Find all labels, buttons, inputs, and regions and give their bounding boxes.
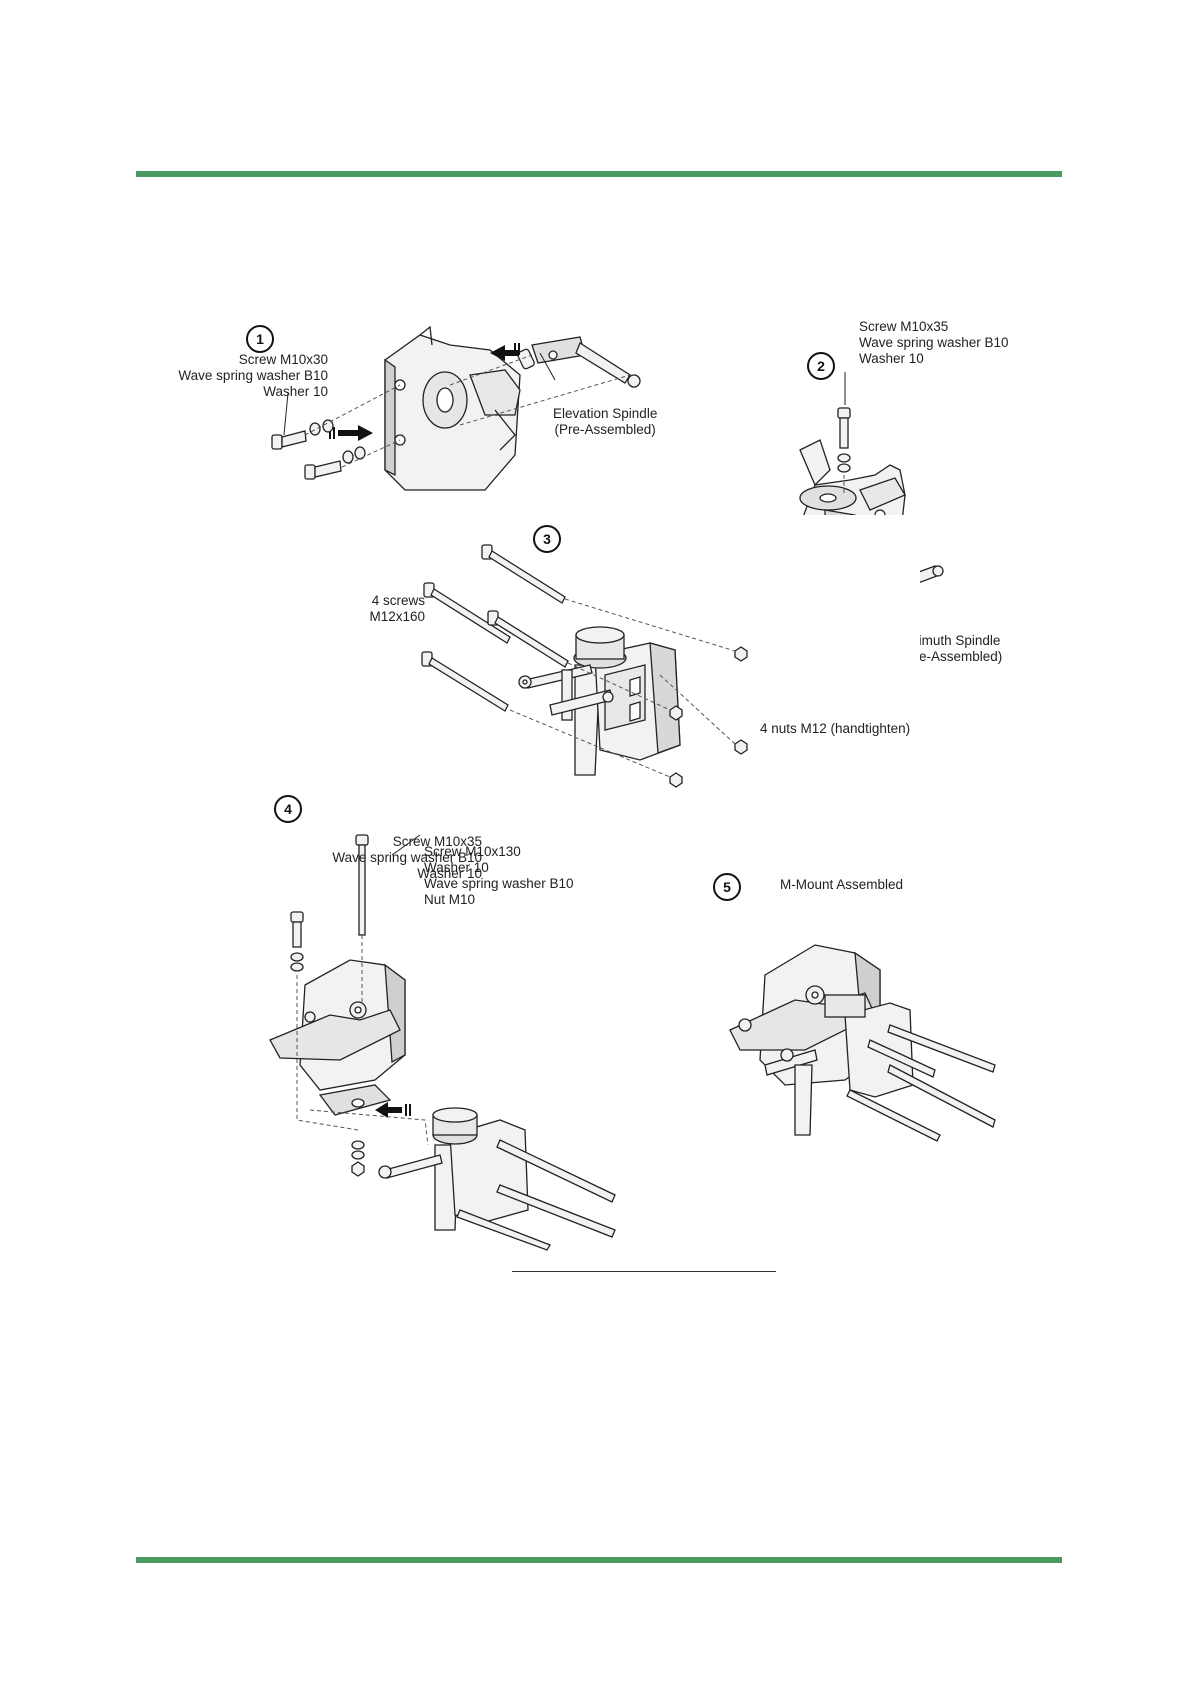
azimuth-spindle-callout: Azimuth Spindle (Pre-Assembled) (901, 633, 1003, 664)
caption-underline (512, 1271, 776, 1272)
step-4-badge: 4 (274, 795, 302, 823)
step-2-badge: 2 (807, 352, 835, 380)
step-5-drawing (729, 944, 996, 1142)
step-4-screw-callout: Screw M10x35 Wave spring washer B10 Wash… (332, 834, 482, 881)
step-2-screw-callout: Screw M10x35 Wave spring washer B10 Wash… (859, 319, 1009, 366)
step-4-long-screw-callout: Screw M10x130 Washer 10 Wave spring wash… (424, 844, 574, 907)
footer-rule (136, 1557, 1062, 1563)
step-1-drawing (271, 325, 641, 491)
header-rule (136, 171, 1062, 177)
figure-step-5: 5 M-Mount Assembled (705, 865, 1025, 1165)
step-3-badge: 3 (533, 525, 561, 553)
step-1-screw-callout: Screw M10x30 Wave spring washer B10 Wash… (178, 352, 328, 399)
step-5-badge: 5 (713, 873, 741, 901)
m-mount-assembled-title: M-Mount Assembled (780, 877, 904, 892)
figure-step-4: 4 Screw M10x35 Wave spring washer B10 Wa… (160, 790, 630, 1251)
step-4-drawing (269, 834, 616, 1251)
step-3-nuts-callout: 4 nuts M12 (handtighten) (760, 721, 911, 736)
step-1-badge: 1 (246, 325, 274, 353)
step-3-screws-callout: 4 screws M12x160 (369, 593, 425, 624)
figure-step-1: 1 Screw M10x30 Wave spring washer B10 Wa… (160, 305, 660, 513)
figure-step-3: 3 4 screws M12x160 4 nuts M12 (handtight… (340, 515, 920, 815)
elevation-spindle-callout: Elevation Spindle (Pre-Assembled) (553, 406, 658, 437)
step-3-drawing (421, 544, 748, 788)
